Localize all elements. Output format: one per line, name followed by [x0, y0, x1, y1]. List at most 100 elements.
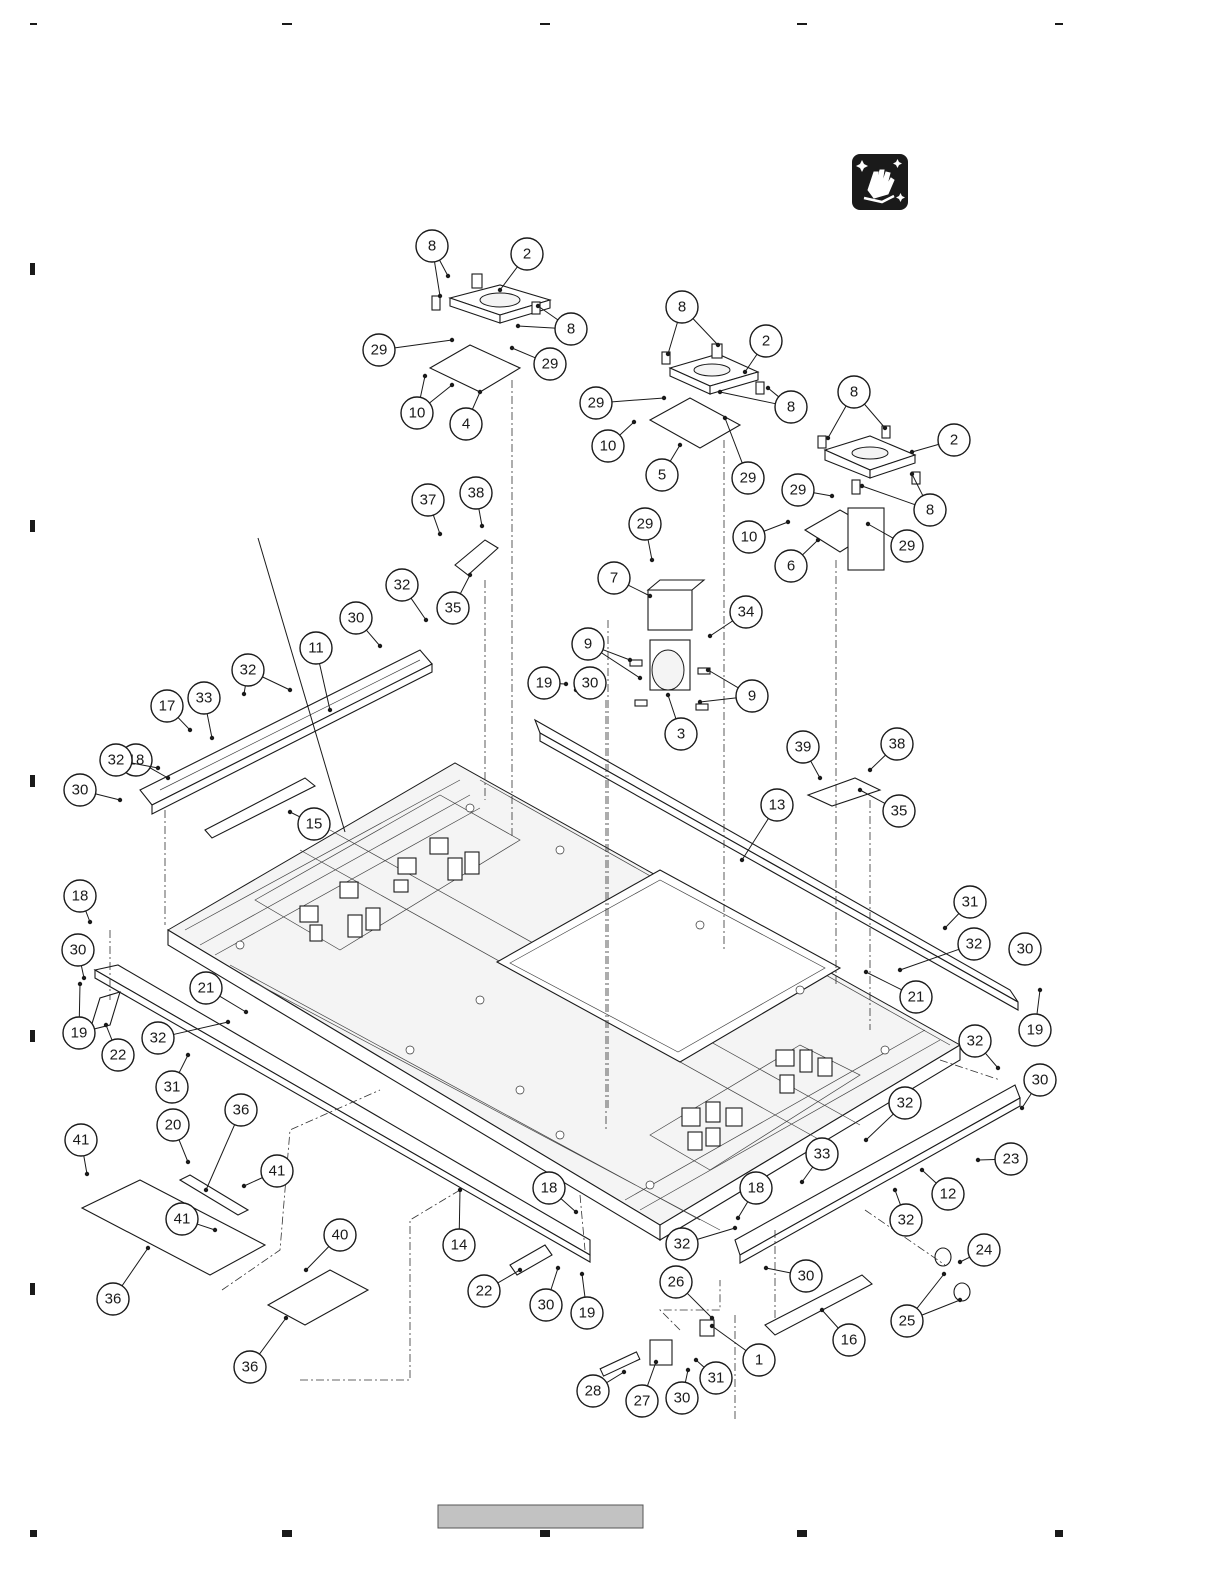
callout-leader	[648, 540, 652, 560]
screw-marker	[188, 728, 192, 732]
callout-label: 19	[536, 675, 553, 692]
bracket-22-bottom	[510, 1245, 552, 1275]
callout-32: 32	[890, 1188, 922, 1236]
callout-label: 38	[889, 736, 906, 753]
callout-leader	[472, 392, 480, 409]
screw-marker	[450, 383, 454, 387]
callout-leader	[551, 1268, 558, 1290]
callout-label: 11	[308, 640, 324, 657]
callout-leader	[561, 1199, 576, 1212]
callout-label: 37	[420, 492, 437, 509]
callout-7: 7	[598, 562, 652, 598]
callout-label: 32	[674, 1236, 691, 1253]
callout-31: 31	[694, 1358, 732, 1394]
screw-marker	[706, 668, 710, 672]
callout-29: 29	[510, 346, 566, 380]
screw-marker	[716, 343, 720, 347]
callout-leader	[866, 972, 902, 990]
callout-leader	[106, 1025, 112, 1040]
callout-leader	[220, 996, 246, 1012]
callout-leader	[479, 509, 482, 526]
screw-marker	[718, 390, 722, 394]
callout-label: 10	[409, 405, 426, 422]
callout-15: 15	[288, 808, 330, 840]
callout-leader	[917, 1274, 944, 1308]
screw-marker	[736, 1216, 740, 1220]
callout-label: 19	[579, 1305, 596, 1322]
screw-marker	[866, 522, 870, 526]
screw-marker	[423, 374, 427, 378]
screw-marker	[958, 1298, 962, 1302]
callout-leader	[814, 493, 832, 496]
callout-label: 30	[674, 1390, 691, 1407]
callout-20: 20	[157, 1109, 190, 1164]
callout-label: 12	[940, 1186, 957, 1203]
screw-marker	[666, 693, 670, 697]
callout-leader	[668, 322, 677, 354]
screw-marker	[996, 1066, 1000, 1070]
callout-leader	[693, 319, 718, 345]
callout-leader	[870, 755, 885, 770]
callout-leader	[435, 262, 440, 296]
callout-leader	[720, 392, 775, 404]
screw-marker	[733, 1226, 737, 1230]
screw-marker	[450, 338, 454, 342]
screw-marker	[156, 766, 160, 770]
callout-leader	[582, 1274, 585, 1297]
callout-8: 8	[416, 230, 450, 298]
screw-marker	[710, 1324, 714, 1328]
callout-2: 2	[498, 238, 543, 292]
callout-leader	[259, 1318, 286, 1354]
callout-label: 29	[899, 538, 916, 555]
callout-leader	[647, 1362, 656, 1386]
callout-34: 34	[708, 596, 762, 638]
screw-marker	[958, 1260, 962, 1264]
callout-leader	[697, 1228, 735, 1239]
screw-marker	[786, 520, 790, 524]
callout-10: 10	[733, 520, 790, 553]
callout-leader	[945, 914, 959, 928]
callout-leader	[262, 677, 290, 690]
screw-marker	[1038, 988, 1042, 992]
callout-leader	[433, 515, 440, 534]
callout-leader	[1022, 1093, 1031, 1108]
callout-38: 38	[460, 477, 492, 528]
screw-marker	[858, 788, 862, 792]
screw-marker	[740, 858, 744, 862]
callout-8: 8	[826, 376, 887, 440]
callout-label: 8	[678, 299, 686, 316]
screw-marker	[438, 294, 442, 298]
screw-marker	[678, 443, 682, 447]
screw-marker	[288, 810, 292, 814]
screw-marker	[536, 304, 540, 308]
callout-leader	[862, 486, 915, 505]
callout-label: 32	[898, 1212, 915, 1229]
callout-label: 31	[962, 894, 979, 911]
callout-36: 36	[234, 1316, 288, 1383]
callout-29: 29	[723, 416, 764, 494]
callout-label: 20	[165, 1117, 182, 1134]
callout-4: 4	[450, 390, 482, 440]
screw-marker	[516, 324, 520, 328]
screw-marker	[910, 472, 914, 476]
callout-leader	[803, 540, 818, 555]
screw-marker	[864, 970, 868, 974]
screw-marker	[816, 538, 820, 542]
callout-label: 15	[306, 816, 323, 833]
screw-marker	[186, 1160, 190, 1164]
callout-31: 31	[943, 886, 986, 930]
callout-22: 22	[102, 1023, 134, 1071]
screw-marker	[638, 676, 642, 680]
callout-36: 36	[204, 1094, 257, 1192]
callout-leader	[84, 1156, 87, 1174]
callout-leader	[922, 1300, 960, 1315]
callout-label: 30	[72, 782, 89, 799]
callout-leader	[710, 621, 733, 636]
callout-leader	[420, 376, 425, 397]
screw-marker	[242, 692, 246, 696]
callout-41: 41	[242, 1155, 293, 1188]
callout-32: 32	[959, 1025, 1000, 1070]
callout-label: 41	[73, 1132, 90, 1149]
callout-30: 30	[62, 934, 94, 980]
callout-label: 2	[950, 432, 958, 449]
